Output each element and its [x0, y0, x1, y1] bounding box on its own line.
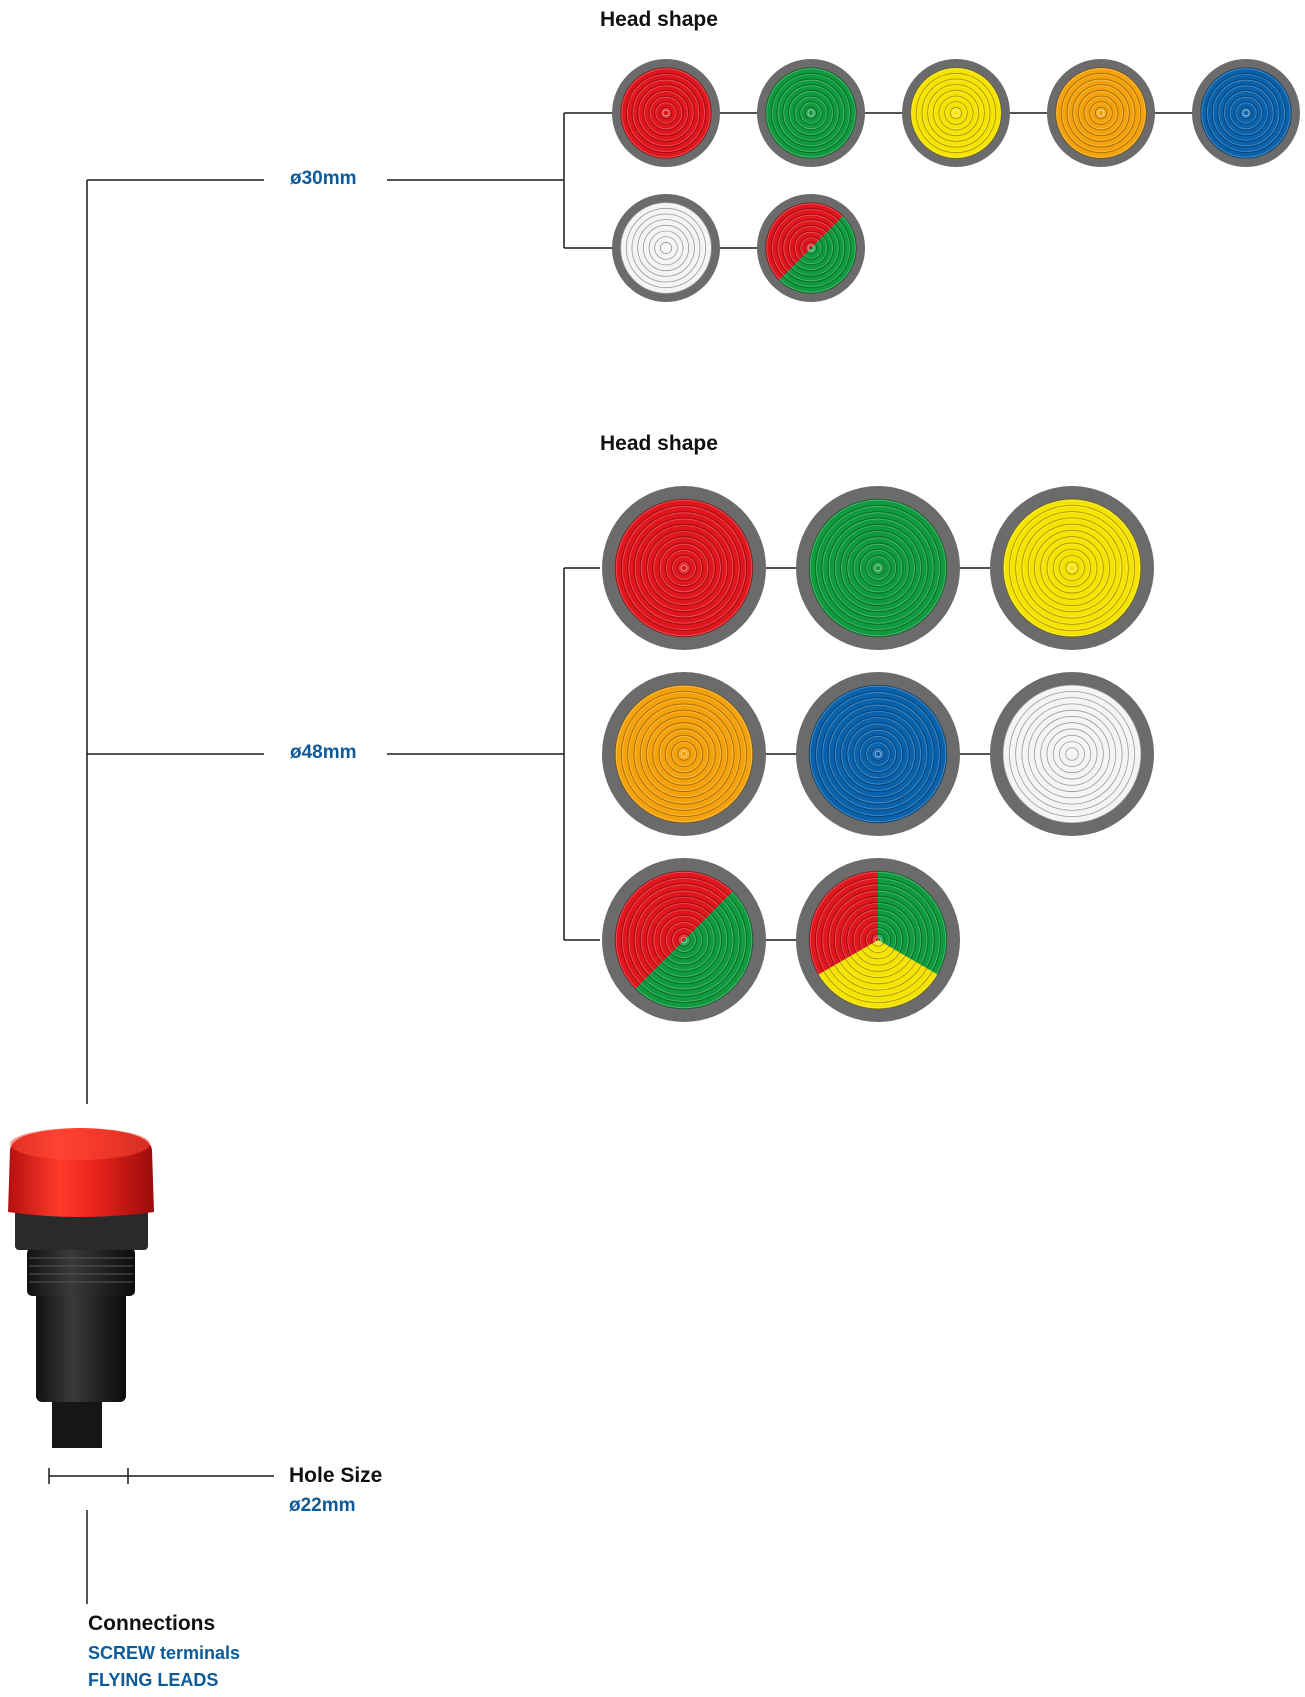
lens-swatch-48-2[interactable]: [796, 486, 960, 650]
lens-swatch-30-4[interactable]: [1047, 59, 1155, 167]
lens-swatch-48-8[interactable]: [796, 858, 960, 1022]
hole-size-title: Hole Size: [289, 1464, 383, 1487]
lens-swatch-48-3[interactable]: [990, 486, 1154, 650]
red-pilot-light-icon: [8, 1128, 154, 1448]
size-label-30[interactable]: ø30mm: [290, 168, 357, 189]
size-label-48[interactable]: ø48mm: [290, 742, 357, 763]
lens-swatch-48-4[interactable]: [602, 672, 766, 836]
lens-swatch-30-2[interactable]: [757, 59, 865, 167]
lens-swatch-48-1[interactable]: [602, 486, 766, 650]
connection-option-screw[interactable]: SCREW terminals: [88, 1643, 241, 1663]
hole-size-value: ø22mm: [289, 1495, 356, 1516]
lens-swatch-48-5[interactable]: [796, 672, 960, 836]
lens-swatch-30-1[interactable]: [612, 59, 720, 167]
lens-swatch-30-6[interactable]: [612, 194, 720, 302]
head-shape-label-48: Head shape: [600, 432, 718, 455]
lens-swatch-30-7[interactable]: [757, 194, 865, 302]
head-shape-label-30: Head shape: [600, 8, 718, 31]
lens-swatch-48-6[interactable]: [990, 672, 1154, 836]
lens-swatch-48-7[interactable]: [602, 858, 766, 1022]
lens-swatch-30-5[interactable]: [1192, 59, 1300, 167]
lens-swatch-30-3[interactable]: [902, 59, 1010, 167]
connections-title: Connections: [88, 1612, 216, 1635]
connection-option-flying-leads[interactable]: FLYING LEADS: [88, 1670, 219, 1690]
